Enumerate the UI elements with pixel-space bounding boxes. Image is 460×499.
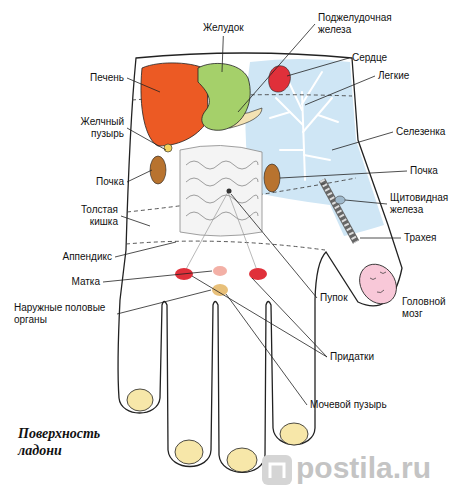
leader-line (345, 200, 387, 204)
intestine-loops (186, 161, 258, 220)
stomach (198, 63, 250, 130)
ovary (249, 268, 267, 280)
organ-label: Толстая кишка (58, 204, 118, 228)
hand-outline (118, 53, 402, 472)
face-sketch (370, 272, 386, 293)
uterus (213, 266, 227, 276)
leader-line (226, 294, 307, 405)
leader-line (222, 36, 223, 72)
leader-line (238, 24, 315, 112)
organ-label: Почка (96, 176, 124, 188)
kidney (150, 156, 166, 184)
leader-line (287, 58, 349, 76)
watermark-icon (262, 455, 292, 485)
kidney (264, 164, 280, 192)
organ-label: Почка (410, 165, 438, 177)
leader-line (127, 128, 166, 150)
leader-lines (103, 24, 407, 405)
lungs-zone (245, 59, 384, 236)
leader-line (192, 276, 327, 357)
organ-label: Наружные половые органы (14, 302, 114, 326)
palm-crease (184, 192, 258, 273)
leader-line (117, 290, 211, 314)
caption: Поверхность ладони (18, 426, 118, 460)
organ-label: Селезенка (396, 126, 445, 138)
organ-label: Мочевой пузырь (310, 399, 387, 411)
watermark: postila.ru (296, 451, 431, 484)
trachea (322, 180, 356, 242)
leader-line (121, 216, 150, 226)
leader-line (332, 132, 393, 150)
brain-zone (352, 257, 404, 311)
palm-line (126, 241, 325, 250)
organ-label: Щитовидная железа (390, 192, 454, 216)
leader-line (231, 194, 317, 298)
organ-label: Матка (71, 276, 100, 288)
leader-line (127, 170, 152, 182)
organ-label: Желудок (203, 22, 244, 34)
navel (227, 189, 232, 194)
leader-line (360, 238, 401, 239)
heart (269, 66, 291, 92)
organ-label: Печень (90, 72, 124, 84)
organ-label: Поджелудочная железа (318, 12, 403, 36)
trachea-rings (322, 180, 356, 242)
genitals (212, 284, 228, 296)
leader-line (280, 171, 407, 178)
organ-label: Сердце (352, 52, 387, 64)
organ-label: Желчный пузырь (64, 116, 124, 140)
gallbladder (164, 144, 172, 152)
hand (118, 53, 404, 472)
organ-label: Придатки (330, 351, 374, 363)
intestines (180, 145, 262, 236)
organ-label: Головной мозг (402, 296, 456, 320)
thyroid (335, 196, 345, 204)
leader-line (127, 78, 160, 92)
organ-label: Аппендикс (63, 251, 113, 263)
organ-label: Пупок (320, 292, 348, 304)
leader-line (115, 242, 176, 257)
organ-label: Трахея (404, 232, 437, 244)
leader-line (305, 76, 375, 105)
leader-line (103, 271, 212, 282)
organ-label: Легкие (378, 70, 409, 82)
